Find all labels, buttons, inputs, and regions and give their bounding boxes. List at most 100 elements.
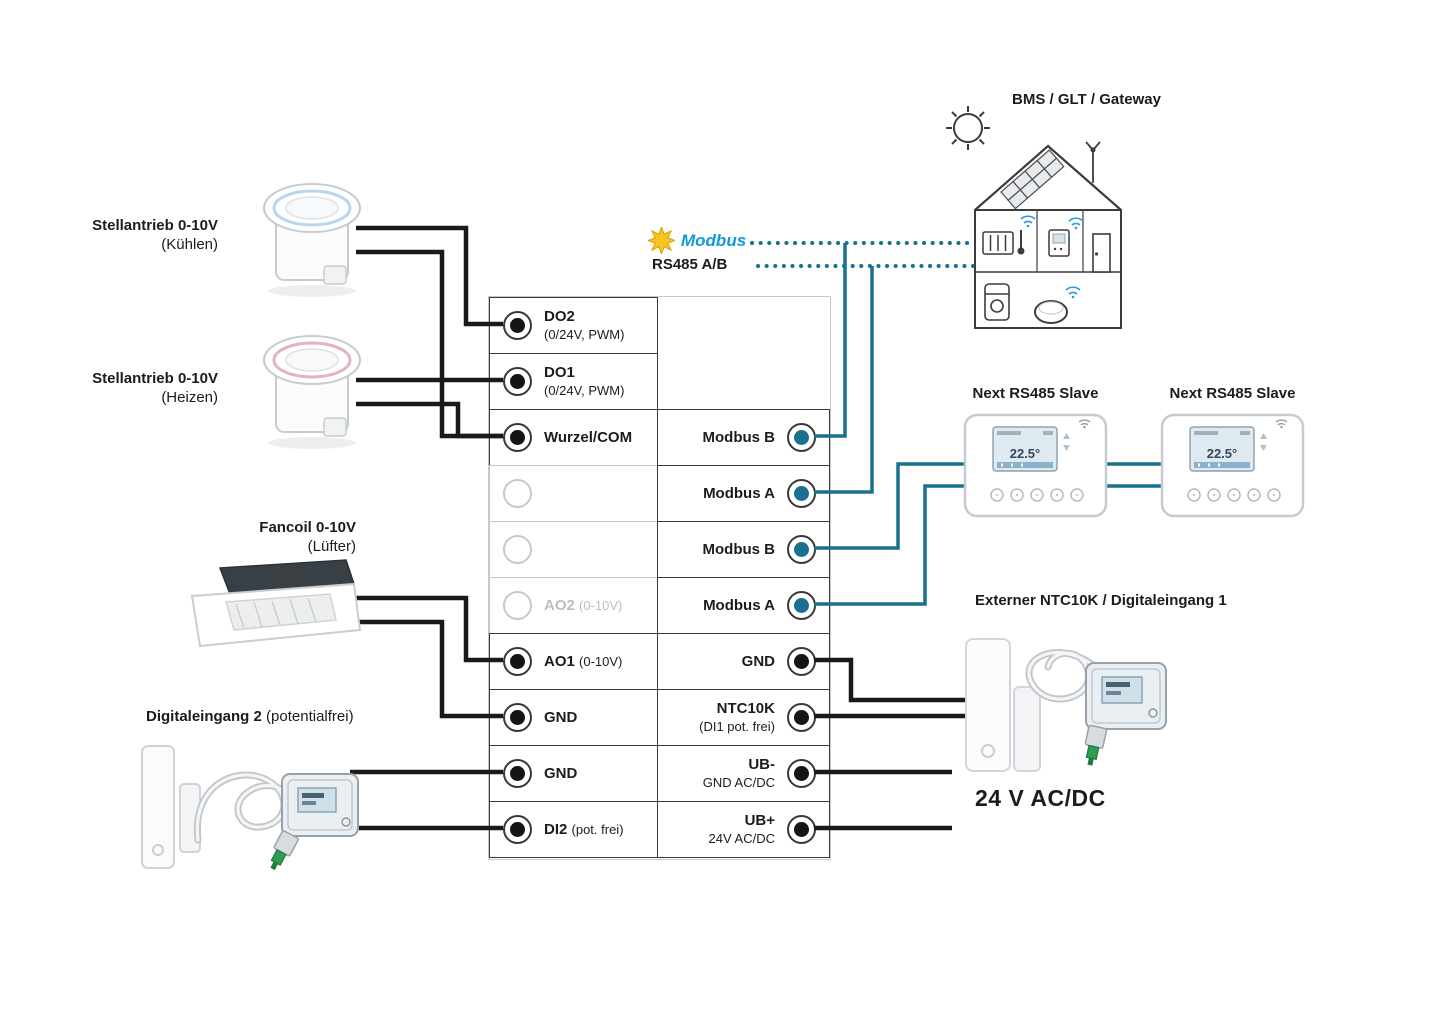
terminal-label: GND [741, 652, 775, 670]
thermostat-screen [992, 426, 1058, 472]
terminal-sublabel: (pot. frei) [571, 821, 624, 837]
label-title: Stellantrieb 0-10V [92, 217, 218, 234]
label-title: BMS / GLT / Gateway [1012, 91, 1161, 108]
wire-modbus-b-slave [814, 462, 970, 550]
terminal-dot [510, 374, 525, 389]
terminal-label: Modbus A [703, 484, 775, 502]
wifi-icon [1065, 286, 1081, 299]
label-sub: (Heizen) [161, 389, 218, 406]
label-title: RS485 A/B [652, 256, 728, 273]
terminal-dot [794, 542, 809, 557]
terminal-dot [510, 654, 525, 669]
door-contact-icon [965, 638, 1011, 772]
terminal-gnd [787, 647, 816, 676]
radiator-icon [982, 231, 1014, 255]
thermostat-temp: 22.5° [1207, 446, 1238, 461]
terminal-dot [510, 766, 525, 781]
label-sub: (Kühlen) [161, 236, 218, 253]
wire-cool-do2 [356, 225, 503, 327]
wifi-icon [1078, 419, 1091, 429]
label-title: Next RS485 Slave [1169, 385, 1296, 402]
wire-fan-ao1 [345, 595, 503, 663]
modbus-star-icon [648, 227, 675, 254]
actuator-cool-image [263, 183, 361, 297]
label-sub: (potentialfrei) [266, 708, 354, 725]
terminal-dot [794, 710, 809, 725]
terminal-dot [510, 318, 525, 333]
terminal-dot [794, 822, 809, 837]
thermometer-icon [1017, 230, 1025, 255]
wire-gnd-ntc-sensor [814, 657, 975, 703]
ntc-sensor-icon [270, 773, 359, 871]
label-slave2: Next RS485 Slave [1155, 384, 1310, 403]
sun-icon [946, 106, 990, 150]
modbus-logo: Modbus [648, 227, 746, 254]
thermostat-slave2-image: 22.5° [1160, 413, 1305, 518]
terminal-dot [794, 486, 809, 501]
wire-modbus-a-gateway [814, 266, 874, 494]
terminal-sublabel: (DI1 pot. frei) [699, 718, 775, 734]
terminal-label: Wurzel/COM [544, 428, 633, 446]
up-arrow-icon [1260, 433, 1267, 439]
label-supply-24v: 24 V AC/DC [975, 785, 1106, 812]
terminal-label: UB- [748, 755, 775, 773]
terminal-label: Modbus A [703, 596, 775, 614]
terminal-wurzel-com [503, 423, 532, 452]
thermostat-screen [1189, 426, 1255, 472]
label-title: Digitaleingang 2 [146, 708, 262, 725]
wall-thermostat-icon [1048, 229, 1070, 257]
terminal-label: DO1 [544, 363, 575, 381]
label-title: Next RS485 Slave [972, 385, 1099, 402]
wire-heat-com [356, 401, 503, 439]
terminal-label: UB+ [744, 811, 775, 829]
bms-house-image [946, 106, 1122, 329]
label-rs485: RS485 A/B [652, 256, 727, 273]
terminal-ao1 [503, 647, 532, 676]
terminal-label: AO2 [544, 596, 575, 614]
terminal-label: AO1 [544, 652, 575, 670]
wifi-icon [1020, 215, 1036, 228]
terminal-sublabel: (0/24V, PWM) [544, 382, 625, 398]
terminal-label: DI2 [544, 820, 568, 838]
terminal-block: DO2(0/24V, PWM) DO1(0/24V, PWM) Wurzel/C… [488, 296, 831, 860]
fancoil-image [190, 559, 362, 648]
label-external-ntc: Externer NTC10K / Digitaleingang 1 [975, 591, 1227, 610]
label-actuator-cool: Stellantrieb 0-10V (Kühlen) [58, 216, 218, 254]
cell-modbus-a-2: Modbus A [657, 577, 830, 634]
terminal-sublabel: 24V AC/DC [708, 830, 775, 846]
sensor-lcd [1101, 676, 1143, 704]
terminal-sublabel: GND AC/DC [702, 774, 775, 790]
sensor-lcd [297, 787, 337, 813]
label-title: Stellantrieb 0-10V [92, 370, 218, 387]
terminal-do2 [503, 311, 532, 340]
wifi-icon [1068, 217, 1084, 230]
terminal-ao2 [503, 591, 532, 620]
cell-unused-1 [489, 465, 658, 522]
door-contact-sensor-image [141, 745, 359, 871]
cell-wurzel-com: Wurzel/COM [489, 409, 658, 466]
terminal-label: GND [544, 708, 578, 726]
terminal-label: Modbus B [702, 540, 776, 558]
terminal-unused [503, 535, 532, 564]
terminal-sublabel: (0-10V) [579, 597, 623, 613]
touch-button-icons [1187, 488, 1281, 502]
wifi-icon [1275, 419, 1288, 429]
down-arrow-icon [1260, 445, 1267, 451]
terminal-sublabel: (0-10V) [579, 653, 623, 669]
terminal-label: Modbus B [702, 428, 776, 446]
label-bms-gateway: BMS / GLT / Gateway [1012, 90, 1161, 109]
cell-ntc10k: NTC10K(DI1 pot. frei) [657, 689, 830, 746]
thermostat-temp: 22.5° [1010, 446, 1041, 461]
boiler-icon [984, 283, 1010, 321]
cell-do2: DO2(0/24V, PWM) [489, 297, 658, 354]
terminal-dot [510, 430, 525, 445]
modbus-logo-text: Modbus [681, 230, 747, 250]
terminal-label: DO2 [544, 307, 575, 325]
terminal-label: NTC10K [716, 699, 775, 717]
terminal-label: GND [544, 764, 578, 782]
terminal-di2 [503, 815, 532, 844]
down-arrow-icon [1063, 445, 1070, 451]
door-contact-icon [141, 745, 175, 869]
actuator-heat-image [263, 335, 361, 449]
